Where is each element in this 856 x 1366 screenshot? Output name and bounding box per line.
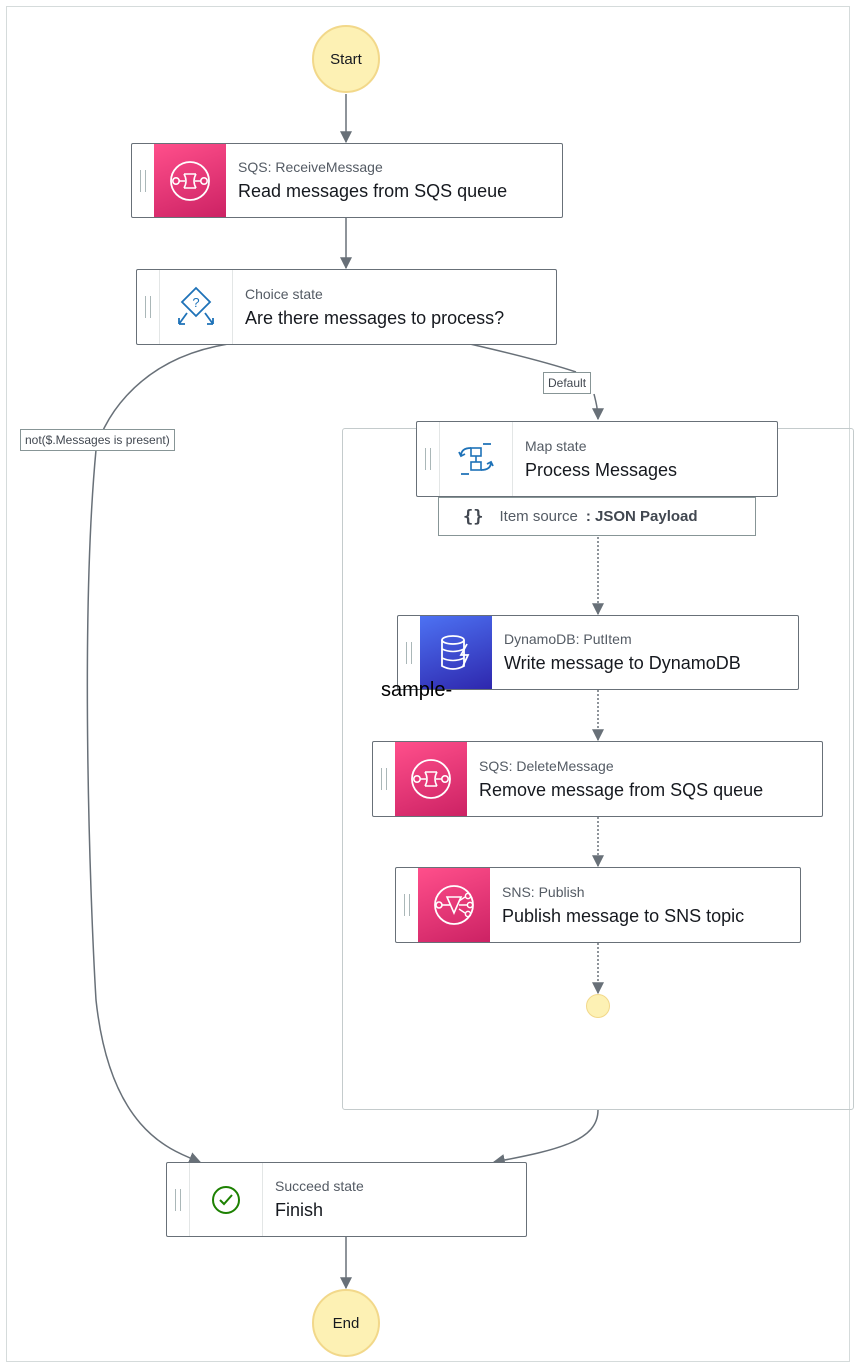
- drag-handle[interactable]: [417, 422, 439, 496]
- check-circle-icon: [189, 1163, 263, 1236]
- edge-choice-to-map: [469, 343, 577, 373]
- state-type-label: DynamoDB: PutItem: [504, 631, 632, 647]
- item-source-badge: {} Item source : JSON Payload: [438, 497, 756, 536]
- item-source-label: Item source: [499, 508, 578, 525]
- edge-label-not-present: not($.Messages is present): [20, 429, 175, 451]
- braces-icon: {}: [463, 506, 484, 527]
- state-name: Remove message from SQS queue: [479, 779, 764, 800]
- edge-map-to-succeed: [492, 1109, 599, 1166]
- state-type-label: Succeed state: [275, 1178, 364, 1194]
- edge-label-default: Default: [543, 372, 592, 394]
- drag-handle[interactable]: [167, 1163, 189, 1236]
- state-choice[interactable]: ? Choice state Are there messages to pro…: [136, 269, 557, 345]
- dynamodb-icon: [420, 616, 492, 689]
- state-name: Finish: [275, 1200, 324, 1220]
- overlay-text: sample-: [381, 679, 453, 701]
- map-end-terminal: [586, 994, 610, 1018]
- state-type-label: Map state: [525, 437, 587, 454]
- state-type-label: SQS: DeleteMessage: [479, 757, 614, 774]
- start-terminal[interactable]: Start: [312, 25, 380, 93]
- state-map[interactable]: Map state Process Messages: [416, 421, 778, 497]
- drag-handle[interactable]: [398, 616, 420, 689]
- drag-handle[interactable]: [132, 144, 154, 217]
- state-type-label: Choice state: [245, 285, 323, 302]
- drag-handle[interactable]: [396, 868, 418, 942]
- state-type-label: SNS: Publish: [502, 883, 585, 900]
- map-icon: [439, 422, 513, 496]
- sqs-icon: [395, 742, 467, 816]
- end-terminal[interactable]: End: [312, 1289, 380, 1357]
- state-succeed[interactable]: Succeed state Finish: [166, 1162, 527, 1237]
- canvas-frame: [6, 6, 850, 1362]
- state-name: Publish message to SNS topic: [502, 905, 745, 926]
- choice-icon: ?: [159, 270, 233, 344]
- state-remove-message[interactable]: SQS: DeleteMessage Remove message from S…: [372, 741, 823, 817]
- state-name: Read messages from SQS queue: [238, 181, 508, 201]
- edge-choice-to-succeed: [86, 343, 229, 1164]
- item-source-value: : JSON Payload: [585, 508, 698, 525]
- state-publish-sns[interactable]: SNS: Publish Publish message to SNS topi…: [395, 867, 801, 943]
- sqs-icon: [154, 144, 226, 217]
- state-read-messages[interactable]: SQS: ReceiveMessage Read messages from S…: [131, 143, 563, 218]
- svg-text:?: ?: [192, 295, 199, 310]
- state-name: Write message to DynamoDB: [504, 653, 741, 673]
- sns-icon: [418, 868, 490, 942]
- edge-default-to-map: [591, 393, 604, 421]
- state-name: Process Messages: [525, 459, 678, 480]
- state-write-dynamodb[interactable]: DynamoDB: PutItem Write message to Dynam…: [397, 615, 799, 690]
- drag-handle[interactable]: [373, 742, 395, 816]
- state-type-label: SQS: ReceiveMessage: [238, 159, 383, 175]
- drag-handle[interactable]: [137, 270, 159, 344]
- state-name: Are there messages to process?: [245, 307, 505, 328]
